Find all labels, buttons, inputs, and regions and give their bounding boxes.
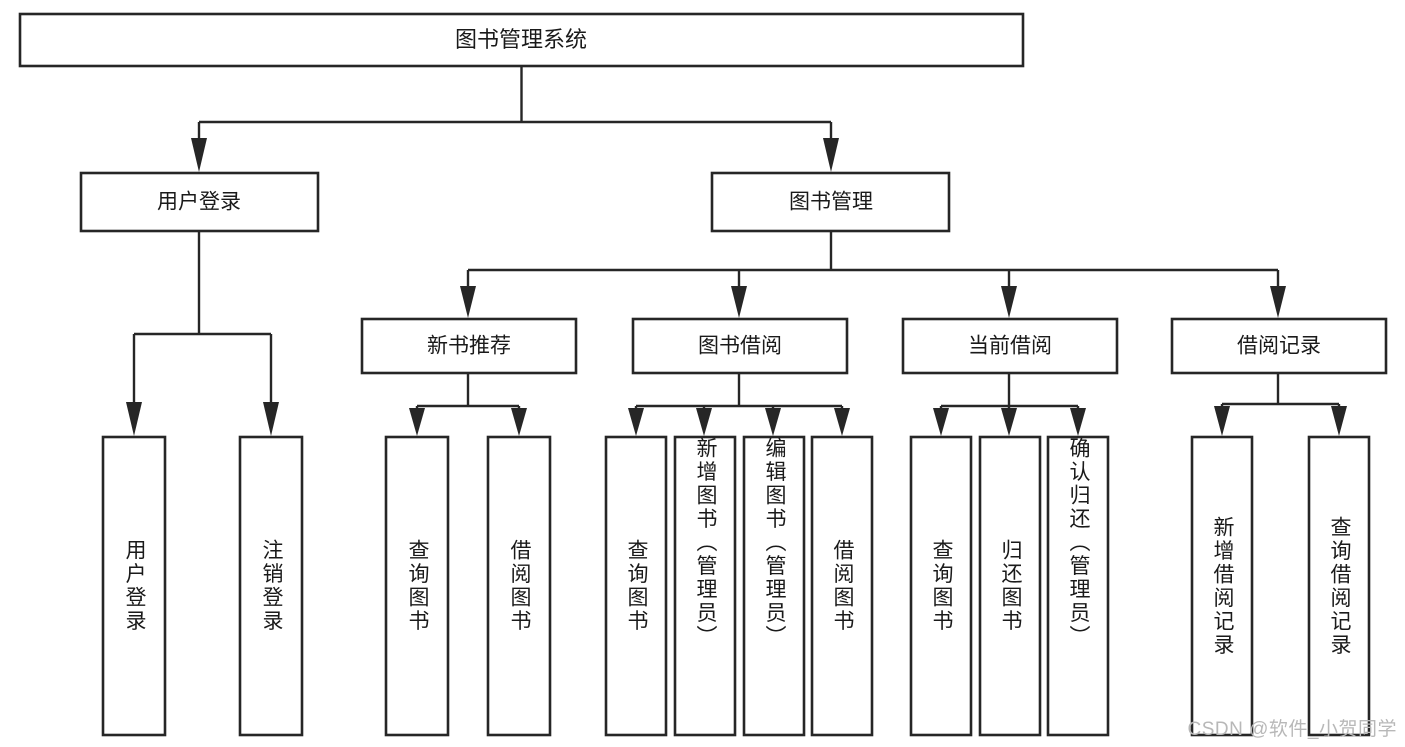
node-box-book-management[interactable]	[710, 171, 951, 233]
arrow-head-leaf-current-borrow-1	[933, 408, 949, 436]
node-box-leaf-new-book-2[interactable]	[486, 435, 552, 737]
node-box-leaf-current-borrow-3[interactable]	[1046, 435, 1110, 737]
arrow-head-leaf-user-login-1	[126, 402, 142, 436]
arrow-head-leaf-new-book-1	[409, 408, 425, 436]
node-box-leaf-user-login-2[interactable]	[238, 435, 304, 737]
node-label-current-borrow: 当前借阅	[968, 335, 1052, 358]
arrow-head-borrow-record	[1270, 286, 1286, 318]
arrow-head-leaf-book-borrow-4	[834, 408, 850, 436]
arrow-head-book-mgmt	[823, 138, 839, 172]
node-label-root: 图书管理系统	[455, 27, 587, 52]
node-box-leaf-borrow-record-2[interactable]	[1307, 435, 1371, 737]
node-box-book-borrow[interactable]	[631, 317, 849, 375]
node-box-new-book-recommend[interactable]	[360, 317, 578, 375]
arrow-head-leaf-current-borrow-3	[1070, 408, 1086, 436]
arrow-head-leaf-new-book-2	[511, 408, 527, 436]
arrow-head-leaf-user-login-2	[263, 402, 279, 436]
node-box-borrow-record[interactable]	[1170, 317, 1388, 375]
node-box-leaf-book-borrow-3[interactable]	[742, 435, 806, 737]
node-label-borrow-record: 借阅记录	[1237, 335, 1321, 358]
arrow-head-book-borrow	[731, 286, 747, 318]
arrow-head-new-book	[460, 286, 476, 318]
connector-layer	[126, 66, 1347, 436]
node-box-leaf-new-book-1[interactable]	[384, 435, 450, 737]
arrow-head-user-login	[191, 138, 207, 172]
node-box-leaf-current-borrow-1[interactable]	[909, 435, 973, 737]
node-box-current-borrow[interactable]	[901, 317, 1119, 375]
arrow-head-leaf-book-borrow-1	[628, 408, 644, 436]
node-label-book-management: 图书管理	[789, 191, 873, 214]
node-label-new-book-recommend: 新书推荐	[427, 335, 511, 358]
node-label-user-login: 用户登录	[157, 191, 241, 214]
node-layer: 图书管理系统 用户登录 图书管理 新书推荐 图书借阅 当前借阅 借阅记录	[18, 12, 1388, 737]
node-box-leaf-book-borrow-2[interactable]	[673, 435, 737, 737]
arrow-head-leaf-book-borrow-2	[696, 408, 712, 436]
arrow-head-leaf-borrow-record-2	[1331, 406, 1347, 436]
arrow-head-leaf-borrow-record-1	[1214, 406, 1230, 436]
arrow-head-current-borrow	[1001, 286, 1017, 318]
node-label-book-borrow: 图书借阅	[698, 335, 782, 358]
arrow-head-leaf-book-borrow-3	[765, 408, 781, 436]
node-box-leaf-current-borrow-2[interactable]	[978, 435, 1042, 737]
node-box-leaf-borrow-record-1[interactable]	[1190, 435, 1254, 737]
node-box-user-login[interactable]	[79, 171, 320, 233]
node-box-leaf-book-borrow-1[interactable]	[604, 435, 668, 737]
arrow-head-leaf-current-borrow-2	[1001, 408, 1017, 436]
node-box-leaf-user-login-1[interactable]	[101, 435, 167, 737]
node-box-leaf-book-borrow-4[interactable]	[810, 435, 874, 737]
node-box-root[interactable]	[18, 12, 1025, 68]
